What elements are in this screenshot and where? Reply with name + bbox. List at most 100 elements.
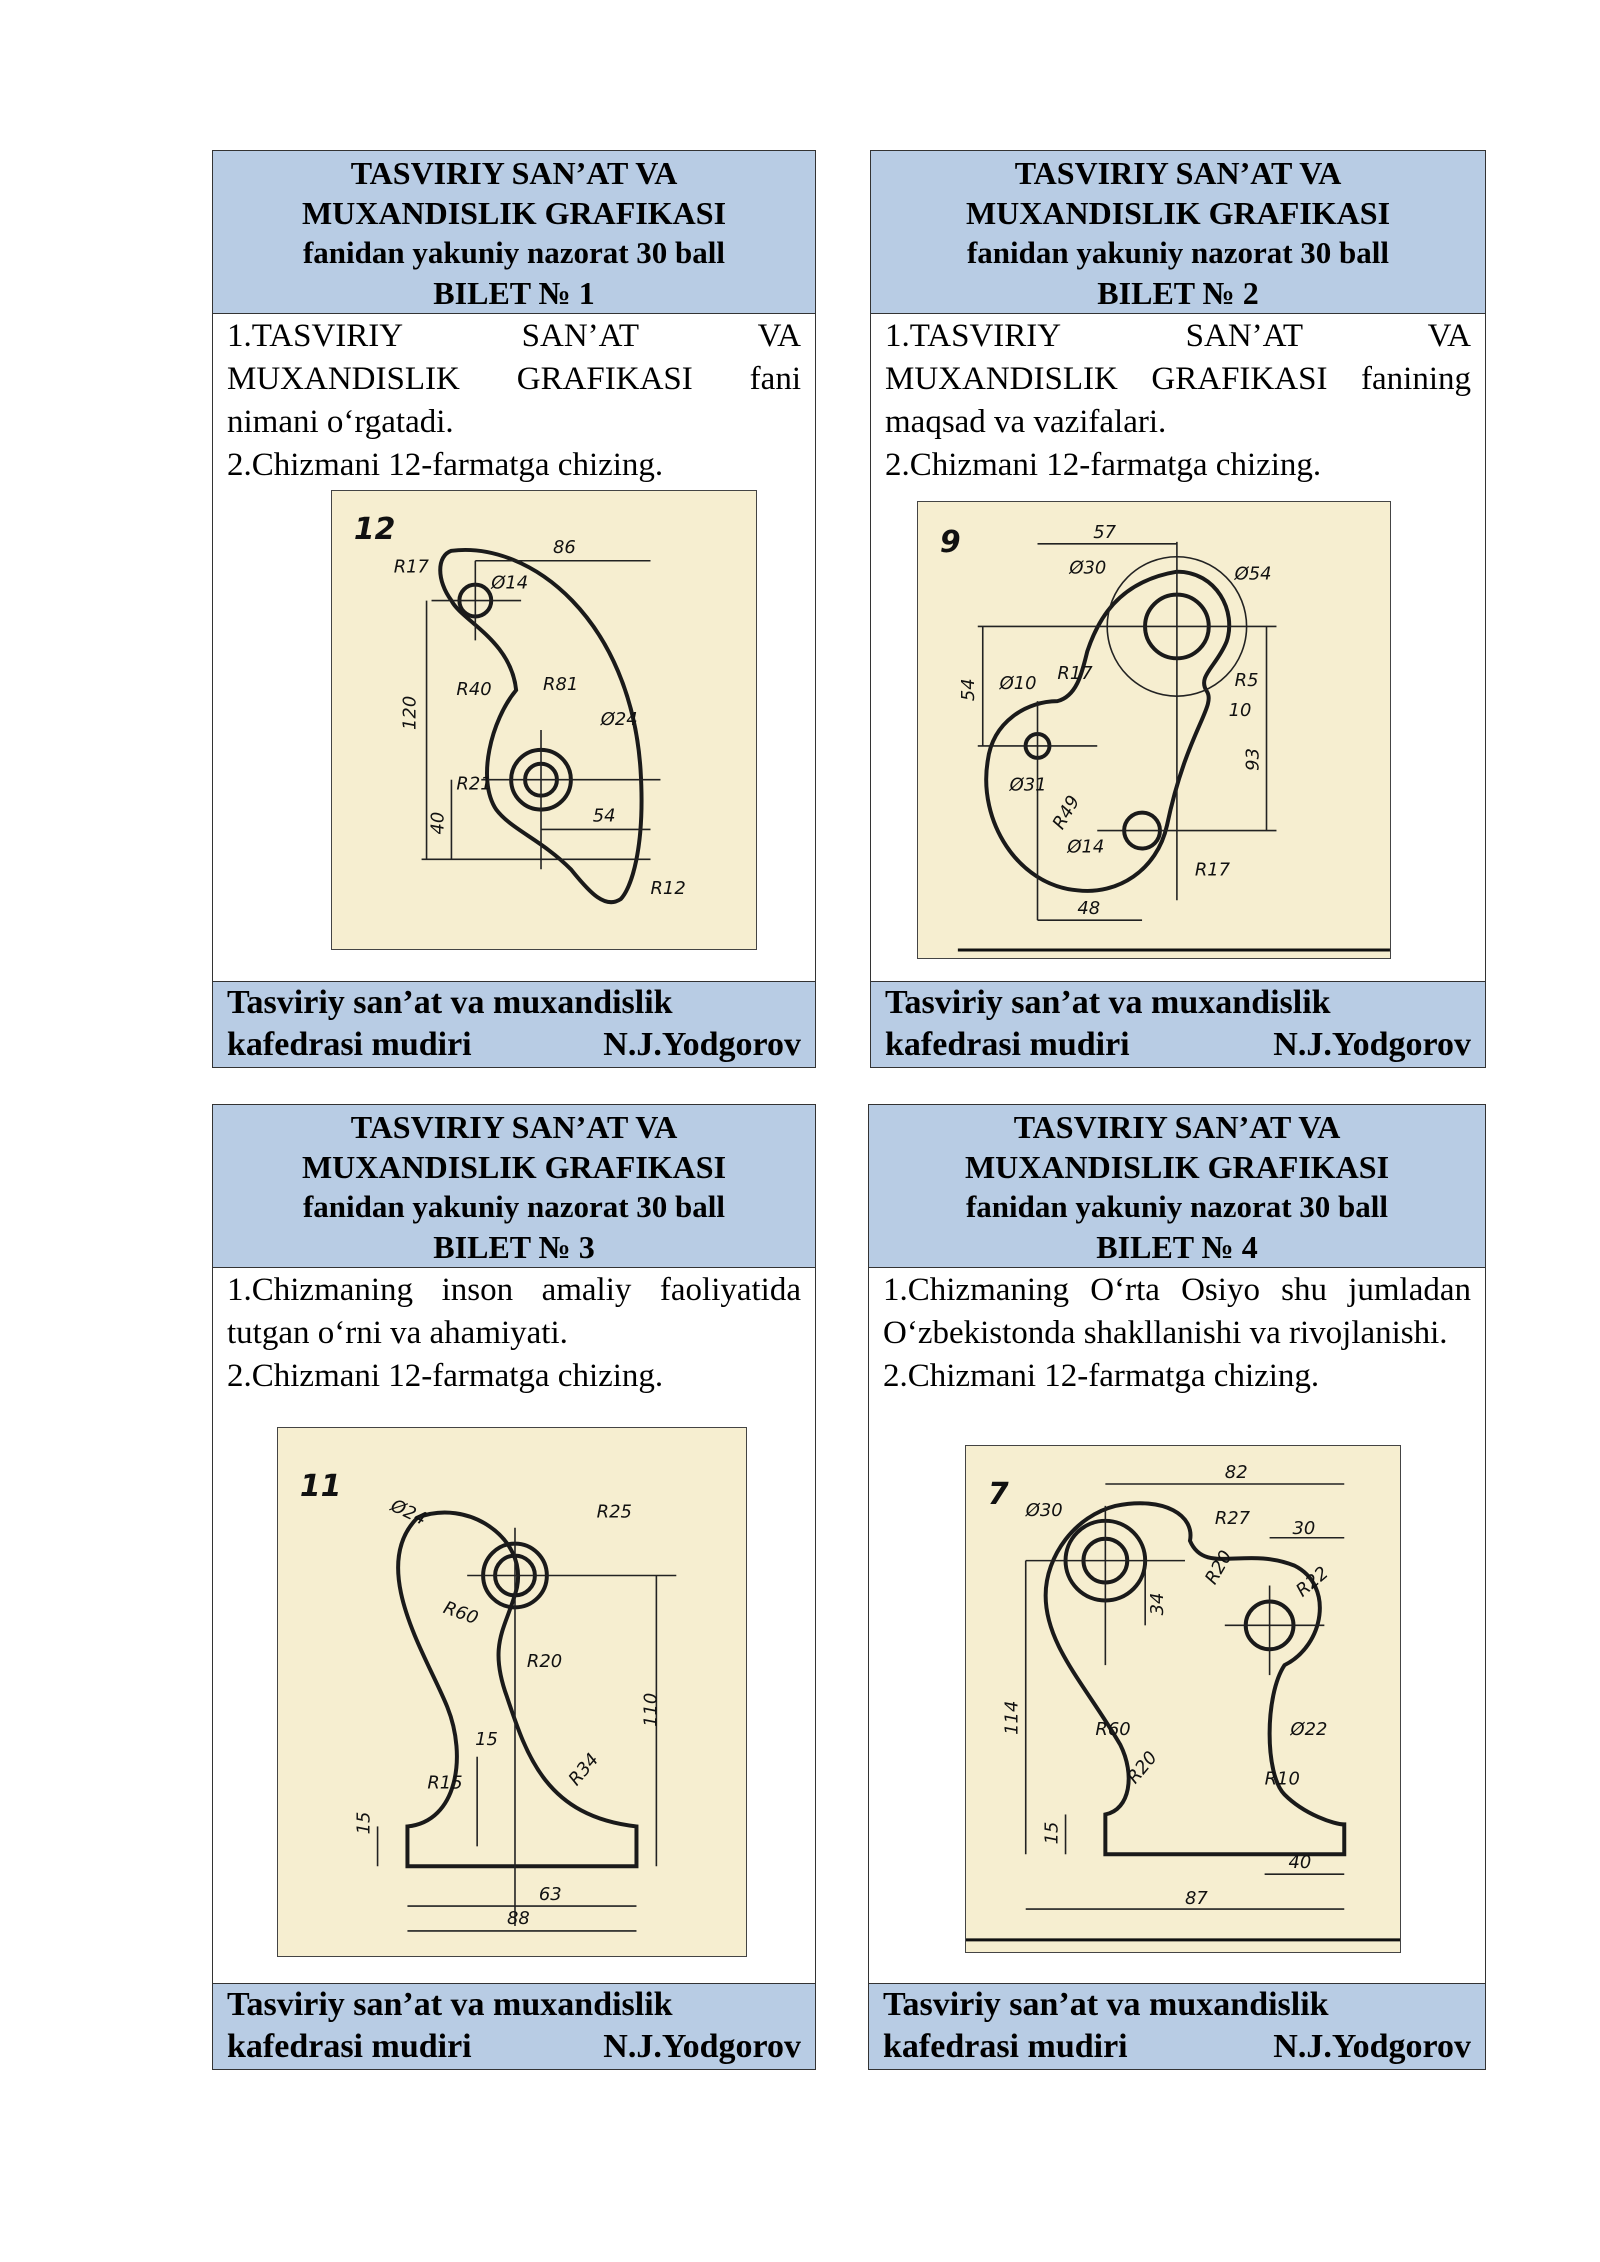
footer-position: kafedrasi mudiri xyxy=(883,2028,1128,2065)
dim-label: Ø30 xyxy=(1025,1500,1063,1521)
footer-signatory: N.J.Yodgorov xyxy=(1273,1026,1471,1063)
drawing-number: 11 xyxy=(300,1469,342,1504)
dim-label: Ø24 xyxy=(600,709,638,730)
footer-line1: Tasviriy san’at va muxandislik xyxy=(885,984,1331,1021)
dim-label: R81 xyxy=(543,674,578,695)
dim-label: R60 xyxy=(441,1597,481,1629)
part-outline xyxy=(438,547,644,905)
questions: 1.TASVIRIY SAN’AT VA MUXANDISLIK GRAFIKA… xyxy=(227,315,801,487)
header-subtitle: fanidan yakuniy nazorat 30 ball xyxy=(302,1189,726,1224)
header-title-line2: MUXANDISLIK GRAFIKASI xyxy=(965,195,1391,231)
dim-label: 40 xyxy=(1289,1852,1312,1873)
footer-line1: Tasviriy san’at va muxandislik xyxy=(883,1986,1329,2023)
drawing-number: 12 xyxy=(354,512,396,547)
drawing-svg: 12 R17 86 Ø14 R40 R81 120 Ø xyxy=(354,512,686,905)
question-1: 1.Chizmaning inson amaliy faoliyatida tu… xyxy=(227,1272,801,1351)
questions: 1.TASVIRIY SAN’AT VA MUXANDISLIK GRAFIKA… xyxy=(885,315,1471,487)
part-outline xyxy=(396,1510,639,1869)
dim-label: 63 xyxy=(539,1884,562,1905)
dim-label: 15 xyxy=(475,1729,498,1750)
footer-signatory: N.J.Yodgorov xyxy=(1273,2028,1471,2065)
question-2: 2.Chizmani 12-farmatga chizing. xyxy=(883,1358,1320,1394)
dim-label: R10 xyxy=(1265,1769,1300,1790)
header-subtitle: fanidan yakuniy nazorat 30 ball xyxy=(302,235,726,270)
dim-label: 34 xyxy=(1147,1593,1168,1616)
question-2: 2.Chizmani 12-farmatga chizing. xyxy=(227,1358,664,1394)
dim-label: Ø14 xyxy=(1066,836,1104,857)
ticket-2: TASVIRIY SAN’AT VA MUXANDISLIK GRAFIKASI… xyxy=(870,150,1486,1068)
footer-line2: kafedrasi mudiri N.J.Yodgorov xyxy=(883,2026,1471,2068)
dim-label: R60 xyxy=(1095,1719,1130,1740)
dim-label: R21 xyxy=(456,774,491,795)
dim-label: R34 xyxy=(564,1749,603,1789)
dim-label: R49 xyxy=(1049,792,1085,833)
header-title-line1: TASVIRIY SAN’AT VA xyxy=(350,155,678,191)
dim-label: 40 xyxy=(427,812,448,835)
footer-signatory: N.J.Yodgorov xyxy=(603,2028,801,2065)
drawing-svg: 11 Ø24 R25 R60 R20 110 15 R15 R34 15 xyxy=(300,1469,677,1932)
ticket-header: TASVIRIY SAN’AT VA MUXANDISLIK GRAFIKASI… xyxy=(213,1105,815,1268)
dim-label: 57 xyxy=(1093,522,1116,543)
question-1: 1.TASVIRIY SAN’AT VA MUXANDISLIK GRAFIKA… xyxy=(885,318,1471,440)
dim-label: Ø10 xyxy=(999,673,1037,694)
dim-label: 10 xyxy=(1229,700,1252,721)
dim-label: R5 xyxy=(1235,670,1259,691)
question-1: 1.Chizmaning O‘rta Osiyo shu jumladan O‘… xyxy=(883,1272,1471,1351)
footer-line1: Tasviriy san’at va muxandislik xyxy=(227,984,673,1021)
dim-label: R17 xyxy=(1195,859,1231,880)
footer-position: kafedrasi mudiri xyxy=(227,2028,472,2065)
dim-label: 88 xyxy=(507,1908,530,1929)
ticket-number: BILET № 1 xyxy=(433,275,595,311)
dim-label: 54 xyxy=(593,806,616,827)
technical-drawing: 12 R17 86 Ø14 R40 R81 120 Ø xyxy=(331,490,757,950)
dim-label: Ø31 xyxy=(1009,775,1047,796)
questions: 1.Chizmaning O‘rta Osiyo shu jumladan O‘… xyxy=(883,1269,1471,1398)
part-outline xyxy=(984,569,1232,893)
footer-position: kafedrasi mudiri xyxy=(885,1026,1130,1063)
ticket-header: TASVIRIY SAN’AT VA MUXANDISLIK GRAFIKASI… xyxy=(869,1105,1485,1268)
dim-label: 54 xyxy=(958,678,979,701)
ticket-header: TASVIRIY SAN’AT VA MUXANDISLIK GRAFIKASI… xyxy=(871,151,1485,314)
dim-label: Ø24 xyxy=(387,1495,430,1530)
dim-label: Ø54 xyxy=(1234,564,1272,585)
footer-line2: kafedrasi mudiri N.J.Yodgorov xyxy=(227,2026,801,2068)
dim-label: 82 xyxy=(1225,1462,1248,1483)
ticket-body: 1.Chizmaning inson amaliy faoliyatida tu… xyxy=(213,1267,815,1981)
drawing-number: 7 xyxy=(988,1477,1009,1512)
dim-label: R17 xyxy=(394,557,430,578)
header-title-line2: MUXANDISLIK GRAFIKASI xyxy=(964,1149,1390,1185)
dim-label: 87 xyxy=(1185,1888,1208,1909)
dim-label: R20 xyxy=(527,1651,562,1672)
header-title-line1: TASVIRIY SAN’AT VA xyxy=(1013,1109,1341,1145)
footer-line2: kafedrasi mudiri N.J.Yodgorov xyxy=(885,1024,1471,1066)
part-outline xyxy=(1043,1501,1347,1857)
dim-label: Ø22 xyxy=(1290,1719,1328,1740)
dim-label: 93 xyxy=(1243,748,1264,771)
ticket-footer: Tasviriy san’at va muxandislik kafedrasi… xyxy=(213,981,815,1067)
header-title-line1: TASVIRIY SAN’AT VA xyxy=(350,1109,678,1145)
ticket-number: BILET № 2 xyxy=(1097,275,1259,311)
technical-drawing: 9 57 Ø30 Ø54 54 Ø10 xyxy=(917,501,1391,959)
header-title-line2: MUXANDISLIK GRAFIKASI xyxy=(301,1149,727,1185)
header-subtitle: fanidan yakuniy nazorat 30 ball xyxy=(966,235,1390,270)
question-1: 1.TASVIRIY SAN’AT VA MUXANDISLIK GRAFIKA… xyxy=(227,318,801,440)
footer-line1: Tasviriy san’at va muxandislik xyxy=(227,1986,673,2023)
header-title-line1: TASVIRIY SAN’AT VA xyxy=(1014,155,1342,191)
dim-label: R17 xyxy=(1057,663,1093,684)
ticket-header: TASVIRIY SAN’AT VA MUXANDISLIK GRAFIKASI… xyxy=(213,151,815,314)
footer-position: kafedrasi mudiri xyxy=(227,1026,472,1063)
ticket-body: 1.Chizmaning O‘rta Osiyo shu jumladan O‘… xyxy=(869,1267,1485,1981)
question-2: 2.Chizmani 12-farmatga chizing. xyxy=(885,447,1322,483)
drawing-svg: 7 82 Ø30 R27 R20 30 xyxy=(966,1462,1400,1942)
dim-label: 110 xyxy=(640,1693,661,1727)
dim-label: 48 xyxy=(1077,898,1100,919)
dim-label: R25 xyxy=(597,1502,632,1523)
dim-label: R15 xyxy=(427,1773,462,1794)
dim-label: R12 xyxy=(650,878,685,899)
ticket-footer: Tasviriy san’at va muxandislik kafedrasi… xyxy=(213,1983,815,2069)
header-subtitle: fanidan yakuniy nazorat 30 ball xyxy=(965,1189,1389,1224)
ticket-1: TASVIRIY SAN’AT VA MUXANDISLIK GRAFIKASI… xyxy=(212,150,816,1068)
technical-drawing: 11 Ø24 R25 R60 R20 110 15 R15 R34 15 xyxy=(277,1427,747,1957)
dim-label: 120 xyxy=(400,696,421,730)
dim-label: Ø30 xyxy=(1068,558,1106,579)
